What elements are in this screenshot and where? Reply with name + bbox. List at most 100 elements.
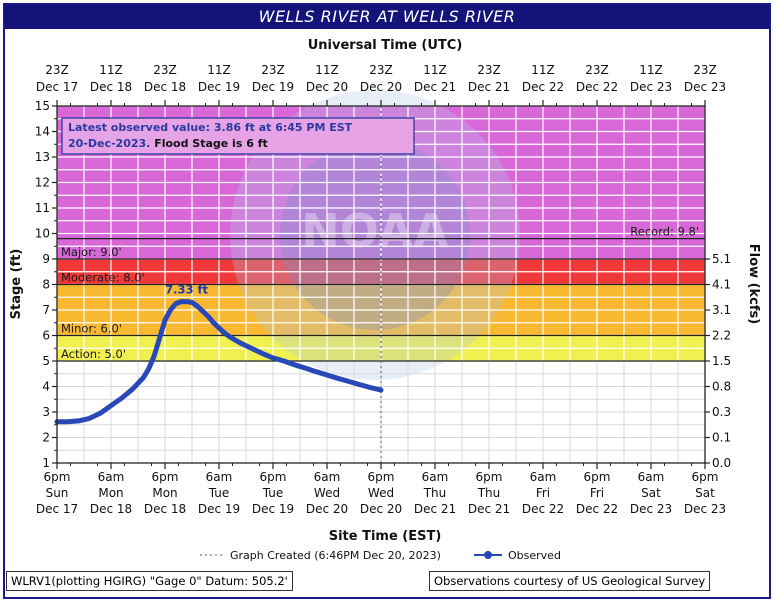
y-tick-label: 14 — [35, 125, 50, 139]
threshold-label-1: Minor: 6.0' — [61, 322, 122, 336]
top-tick-time: 23Z — [477, 63, 501, 77]
top-tick-time: 23Z — [585, 63, 609, 77]
bottom-tick-time: 6am — [98, 470, 125, 484]
bottom-tick-weekday: Tue — [262, 486, 284, 500]
threshold-label-3: Major: 9.0' — [61, 245, 122, 259]
watermark-seal — [230, 90, 520, 380]
top-tick-time: 23Z — [369, 63, 393, 77]
datum-note: WLRV1(plotting HGIRG) "Gage 0" Datum: 50… — [6, 571, 293, 591]
flow-tick-label: 0.8 — [712, 380, 731, 394]
top-tick-date: Dec 17 — [36, 80, 78, 94]
y-tick-label: 7 — [42, 303, 50, 317]
flow-tick-label: 4.1 — [712, 278, 731, 292]
bottom-tick-time: 6am — [314, 470, 341, 484]
top-tick-time: 11Z — [207, 63, 231, 77]
chart-title: WELLS RIVER AT WELLS RIVER — [5, 5, 769, 29]
flow-tick-label: 3.1 — [712, 303, 731, 317]
bottom-tick-weekday: Thu — [477, 486, 501, 500]
top-tick-time: 11Z — [423, 63, 447, 77]
top-tick-date: Dec 18 — [144, 80, 186, 94]
bottom-tick-weekday: Wed — [368, 486, 394, 500]
info-date-flood-stage: 20-Dec-2023. Flood Stage is 6 ft — [68, 137, 268, 150]
series-line-observed — [54, 299, 384, 425]
y-axis-title: Stage (ft) — [9, 249, 24, 320]
bottom-tick-date: Dec 21 — [468, 502, 510, 516]
bottom-tick-time: 6am — [206, 470, 233, 484]
flow-tick-label: 0.0 — [712, 456, 731, 470]
top-tick-date: Dec 23 — [684, 80, 726, 94]
threshold-label-0: Action: 5.0' — [61, 347, 126, 361]
bottom-tick-time: 6pm — [368, 470, 395, 484]
bottom-tick-date: Dec 18 — [144, 502, 186, 516]
threshold-label-2: Moderate: 8.0' — [61, 271, 145, 285]
y-tick-label: 15 — [35, 99, 50, 113]
bottom-tick-weekday: Sat — [695, 486, 715, 500]
watermark-text: NOAA — [301, 204, 449, 258]
y-tick-label: 4 — [42, 380, 50, 394]
latest-value-box: Latest observed value: 3.86 ft at 6:45 P… — [61, 117, 415, 155]
y-tick-label: 2 — [42, 431, 50, 445]
top-axis-title: Universal Time (UTC) — [308, 38, 463, 53]
top-tick-time: 23Z — [45, 63, 69, 77]
bottom-tick-date: Dec 21 — [414, 502, 456, 516]
bottom-tick-weekday: Fri — [590, 486, 604, 500]
legend-created-text: Graph Created (6:46PM Dec 20, 2023) — [230, 549, 441, 562]
observed-series: 7.33 ft — [54, 106, 384, 463]
info-date: 20-Dec-2023. — [68, 137, 154, 150]
bottom-tick-weekday: Wed — [314, 486, 340, 500]
bottom-tick-date: Dec 22 — [576, 502, 618, 516]
top-tick-date: Dec 20 — [306, 80, 348, 94]
bottom-tick-date: Dec 19 — [252, 502, 294, 516]
bottom-tick-date: Dec 20 — [306, 502, 348, 516]
bottom-tick-weekday: Tue — [208, 486, 230, 500]
top-tick-time: 23Z — [153, 63, 177, 77]
legend-observed-text: Observed — [508, 549, 561, 562]
top-tick-date: Dec 21 — [468, 80, 510, 94]
bottom-tick-date: Dec 23 — [684, 502, 726, 516]
axes: 1234567891011121314150.00.10.30.81.52.23… — [9, 38, 761, 544]
bottom-tick-time: 6am — [530, 470, 557, 484]
bottom-tick-date: Dec 19 — [198, 502, 240, 516]
top-tick-time: 11Z — [531, 63, 555, 77]
info-latest-value: Latest observed value: 3.86 ft at 6:45 P… — [68, 121, 353, 134]
y-tick-label: 1 — [42, 456, 50, 470]
y-tick-label: 10 — [35, 227, 50, 241]
top-tick-time: 23Z — [693, 63, 717, 77]
top-tick-date: Dec 23 — [630, 80, 672, 94]
top-tick-date: Dec 22 — [522, 80, 564, 94]
y2-axis-title: Flow (kcfs) — [746, 244, 761, 324]
bottom-tick-time: 6pm — [44, 470, 71, 484]
flow-tick-label: 1.5 — [712, 354, 731, 368]
bottom-tick-weekday: Thu — [423, 486, 447, 500]
bottom-tick-date: Dec 20 — [360, 502, 402, 516]
top-tick-time: 11Z — [639, 63, 663, 77]
threshold-label-4: Record: 9.8' — [630, 225, 699, 239]
bottom-tick-weekday: Mon — [98, 486, 123, 500]
info-flood-stage: Flood Stage is 6 ft — [154, 137, 268, 150]
bottom-tick-time: 6pm — [152, 470, 179, 484]
top-tick-date: Dec 18 — [90, 80, 132, 94]
bottom-tick-time: 6am — [638, 470, 665, 484]
peak-label: 7.33 ft — [165, 283, 208, 297]
flow-tick-label: 0.3 — [712, 405, 731, 419]
info-box-frame — [61, 117, 415, 155]
top-tick-date: Dec 19 — [198, 80, 240, 94]
y-tick-label: 5 — [42, 354, 50, 368]
bottom-tick-date: Dec 18 — [90, 502, 132, 516]
bottom-tick-date: Dec 23 — [630, 502, 672, 516]
top-tick-date: Dec 20 — [360, 80, 402, 94]
top-tick-time: 11Z — [315, 63, 339, 77]
bottom-tick-time: 6pm — [260, 470, 287, 484]
flow-tick-label: 5.1 — [712, 252, 731, 266]
y-tick-label: 11 — [35, 201, 50, 215]
y-tick-label: 9 — [42, 252, 50, 266]
bottom-tick-date: Dec 22 — [522, 502, 564, 516]
top-tick-date: Dec 22 — [576, 80, 618, 94]
y-tick-label: 8 — [42, 278, 50, 292]
bottom-tick-time: 6pm — [476, 470, 503, 484]
flow-tick-label: 0.1 — [712, 431, 731, 445]
y-tick-label: 6 — [42, 329, 50, 343]
bottom-tick-weekday: Sat — [641, 486, 661, 500]
y-tick-label: 3 — [42, 405, 50, 419]
